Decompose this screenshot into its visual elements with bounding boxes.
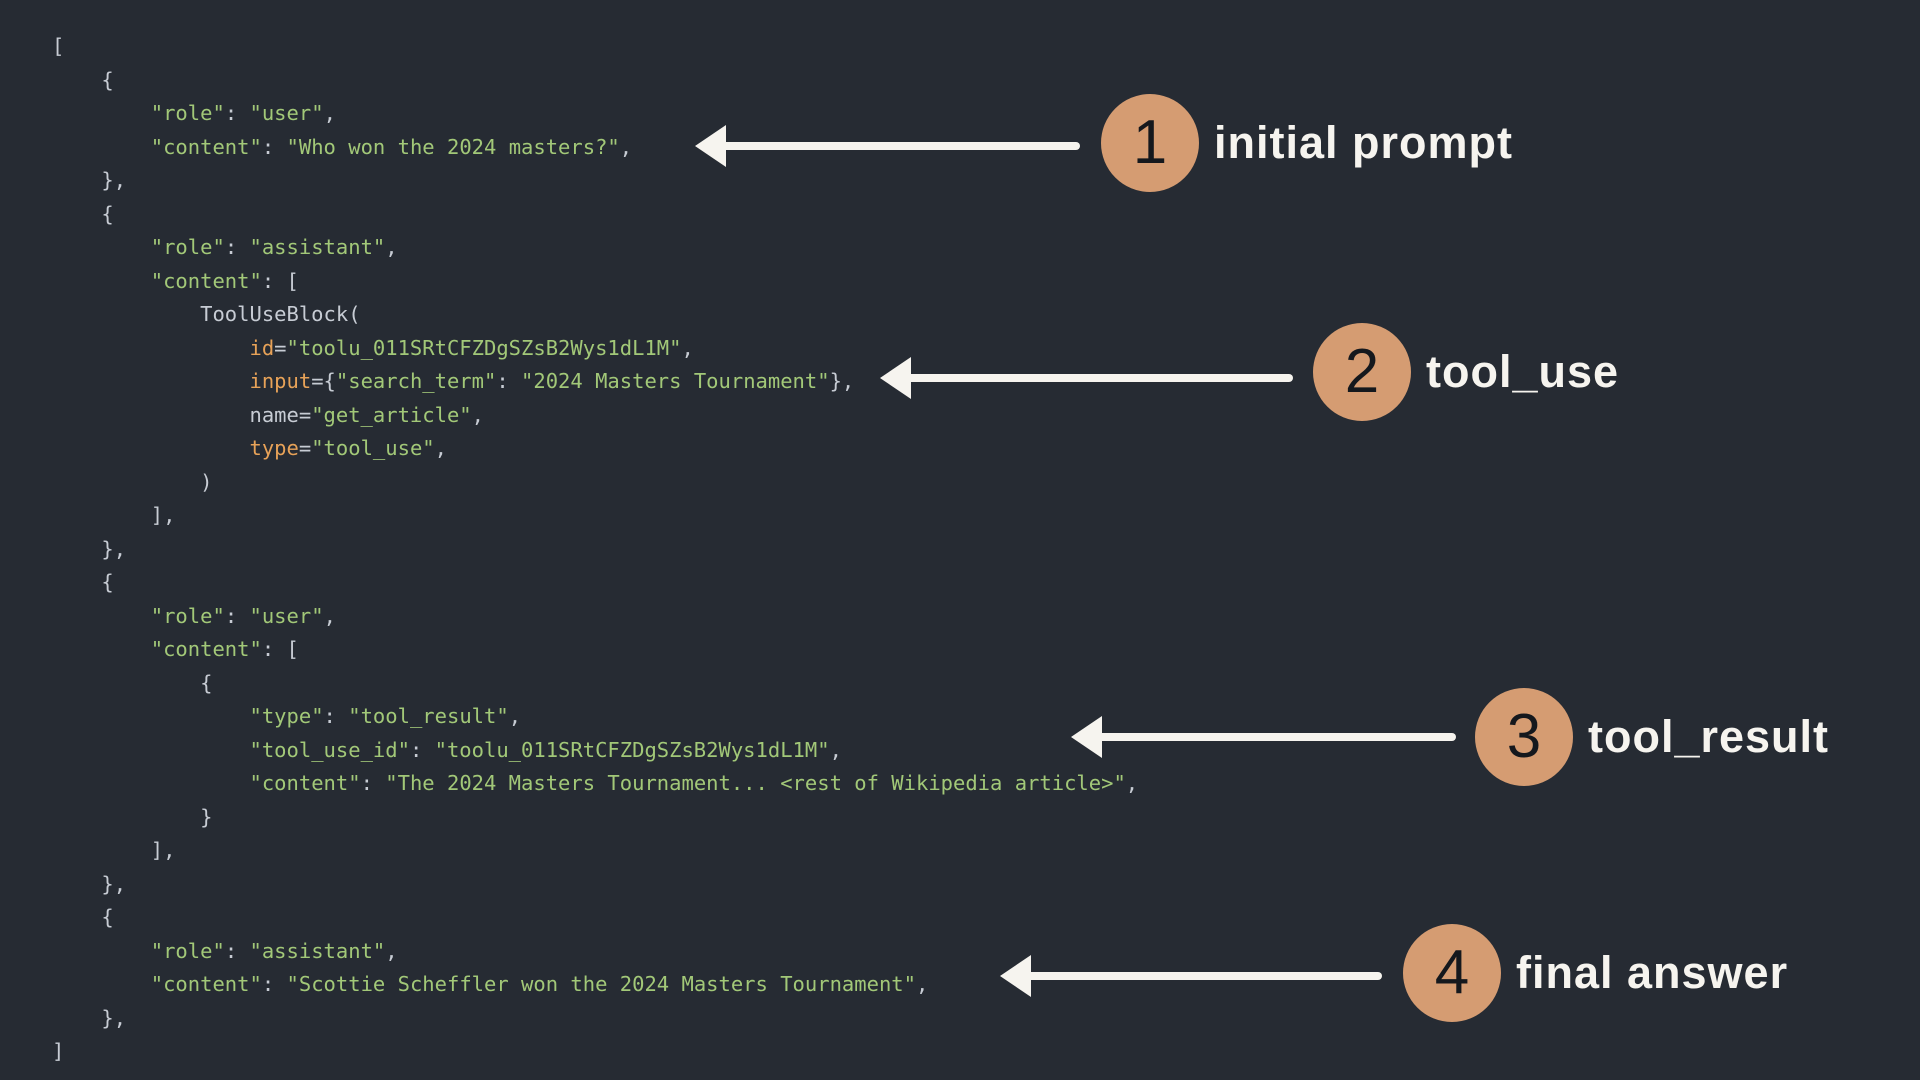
code-line: { xyxy=(52,670,213,695)
code-line: }, xyxy=(52,871,127,896)
code-line: "content": "Scottie Scheffler won the 20… xyxy=(150,972,929,996)
code-line: "content": [ xyxy=(150,268,299,293)
code-line: { xyxy=(52,201,114,226)
step-4-number: 4 xyxy=(1434,938,1470,1007)
step-2-number: 2 xyxy=(1344,337,1380,406)
code-block: [ { "role": "user", "content": "Who won … xyxy=(52,30,1138,1069)
code-line: { xyxy=(52,67,114,92)
code-line: input={"search_term": "2024 Masters Tour… xyxy=(249,369,855,393)
code-line: "role": "user", xyxy=(150,101,336,125)
code-line: }, xyxy=(52,1005,127,1030)
code-line: }, xyxy=(52,168,127,192)
step-1-label: initial prompt xyxy=(1214,117,1513,168)
step-3-badge: 3 xyxy=(1475,688,1573,786)
code-line: } xyxy=(52,804,213,829)
code-line: name="get_article", xyxy=(52,402,484,427)
code-line: "content": "The 2024 Masters Tournament.… xyxy=(249,771,1139,795)
code-line: ToolUseBlock( xyxy=(52,302,361,326)
code-line: }, xyxy=(52,536,127,561)
step-2-label: tool_use xyxy=(1426,346,1620,397)
code-line: id="toolu_011SRtCFZDgSZsB2Wys1dL1M", xyxy=(249,335,694,360)
step-2-badge: 2 xyxy=(1313,323,1411,421)
code-line: ], xyxy=(52,503,176,527)
code-line: "tool_use_id": "toolu_011SRtCFZDgSZsB2Wy… xyxy=(249,737,842,762)
code-line: [ xyxy=(52,34,65,58)
code-line: { xyxy=(52,570,114,594)
code-line: ) xyxy=(52,469,213,494)
step-3-number: 3 xyxy=(1506,702,1542,771)
code-line: ], xyxy=(52,838,176,862)
step-4-label: final answer xyxy=(1516,947,1789,998)
arrow-shaft xyxy=(1097,733,1456,741)
code-line: "role": "assistant", xyxy=(150,235,398,259)
code-line: "type": "tool_result", xyxy=(249,704,522,728)
code-line: { xyxy=(52,905,114,929)
code-line: "role": "assistant", xyxy=(150,938,398,963)
code-line: "role": "user", xyxy=(150,603,336,628)
step-4-badge: 4 xyxy=(1403,924,1501,1022)
step-3-label: tool_result xyxy=(1588,711,1830,762)
code-line: "content": "Who won the 2024 masters?", xyxy=(150,134,633,159)
code-line: "content": [ xyxy=(150,637,299,661)
code-line: type="tool_use", xyxy=(249,436,447,460)
code-line: ] xyxy=(52,1039,65,1063)
